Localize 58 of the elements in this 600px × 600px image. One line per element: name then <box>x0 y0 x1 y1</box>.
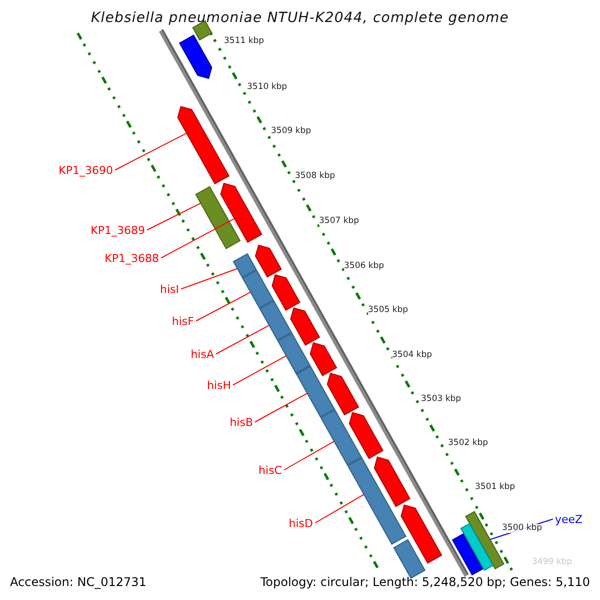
gene-feature <box>242 270 274 308</box>
scale-label: 3511 kbp <box>224 37 264 46</box>
gene-feature <box>277 332 311 374</box>
gene-label: KP1_3689 <box>90 225 145 236</box>
scale-label: 3508 kbp <box>295 172 336 180</box>
gene-feature <box>374 456 410 508</box>
gene-feature <box>259 300 292 341</box>
gene-feature <box>177 106 230 184</box>
gene-feature <box>310 342 338 376</box>
leader-line <box>114 132 188 170</box>
gene-feature <box>348 412 384 460</box>
leader-line <box>160 218 235 258</box>
gene-feature <box>296 366 336 418</box>
gene-feature <box>220 182 262 243</box>
genome-stats-text: Topology: circular; Length: 5,248,520 bp; Genes: 5,110 <box>260 576 590 588</box>
leader-line <box>196 292 252 322</box>
gene-label: yeeZ <box>555 514 583 525</box>
gene-label: hisF <box>172 316 194 327</box>
gene-label: KP1_3690 <box>58 165 113 176</box>
gene-feature <box>290 307 320 346</box>
gene-feature <box>178 34 212 80</box>
leader-line <box>284 440 335 470</box>
accession-text: Accession: NC_012731 <box>10 576 146 588</box>
leader-line <box>254 392 308 422</box>
leader-line <box>216 324 270 354</box>
gene-feature <box>320 409 362 466</box>
gene-feature <box>195 186 241 250</box>
gene-feature <box>460 522 494 571</box>
scale-label: 3506 kbp <box>344 262 384 270</box>
scale-label: 3504 kbp <box>392 351 432 360</box>
gene-feature <box>465 510 504 570</box>
scale-label: 3501 kbp <box>475 483 516 492</box>
gene-feature <box>347 457 406 545</box>
map-title: Klebsiella pneumoniae NTUH-K2044, complete genome <box>90 11 510 25</box>
leader-line <box>314 494 364 524</box>
gene-feature <box>272 274 300 311</box>
gene-feature <box>254 244 282 278</box>
scale-label: 3500 kbp <box>502 524 542 532</box>
gene-feature <box>452 533 484 576</box>
gene-feature <box>326 372 360 416</box>
leader-line <box>146 202 202 230</box>
scale-label: 3507 kbp <box>319 217 360 226</box>
gene-label: hisI <box>160 284 179 295</box>
scale-label: 3502 kbp <box>448 439 488 448</box>
gene-feature <box>400 504 442 564</box>
gene-feature <box>232 253 257 278</box>
scale-label: 3505 kbp <box>368 306 408 314</box>
leader-line <box>180 268 238 290</box>
leader-line <box>232 355 287 386</box>
scale-label: 3503 kbp <box>421 395 462 404</box>
gene-label: hisC <box>258 465 282 476</box>
gene-label: hisB <box>230 417 253 428</box>
scale-label: 3509 kbp <box>271 127 312 136</box>
gene-label: KP1_3688 <box>104 253 159 264</box>
gene-label: hisD <box>288 518 313 529</box>
scale-label: 3510 kbp <box>247 83 288 92</box>
gene-label: hisH <box>206 380 231 391</box>
gene-label: hisA <box>190 349 214 360</box>
